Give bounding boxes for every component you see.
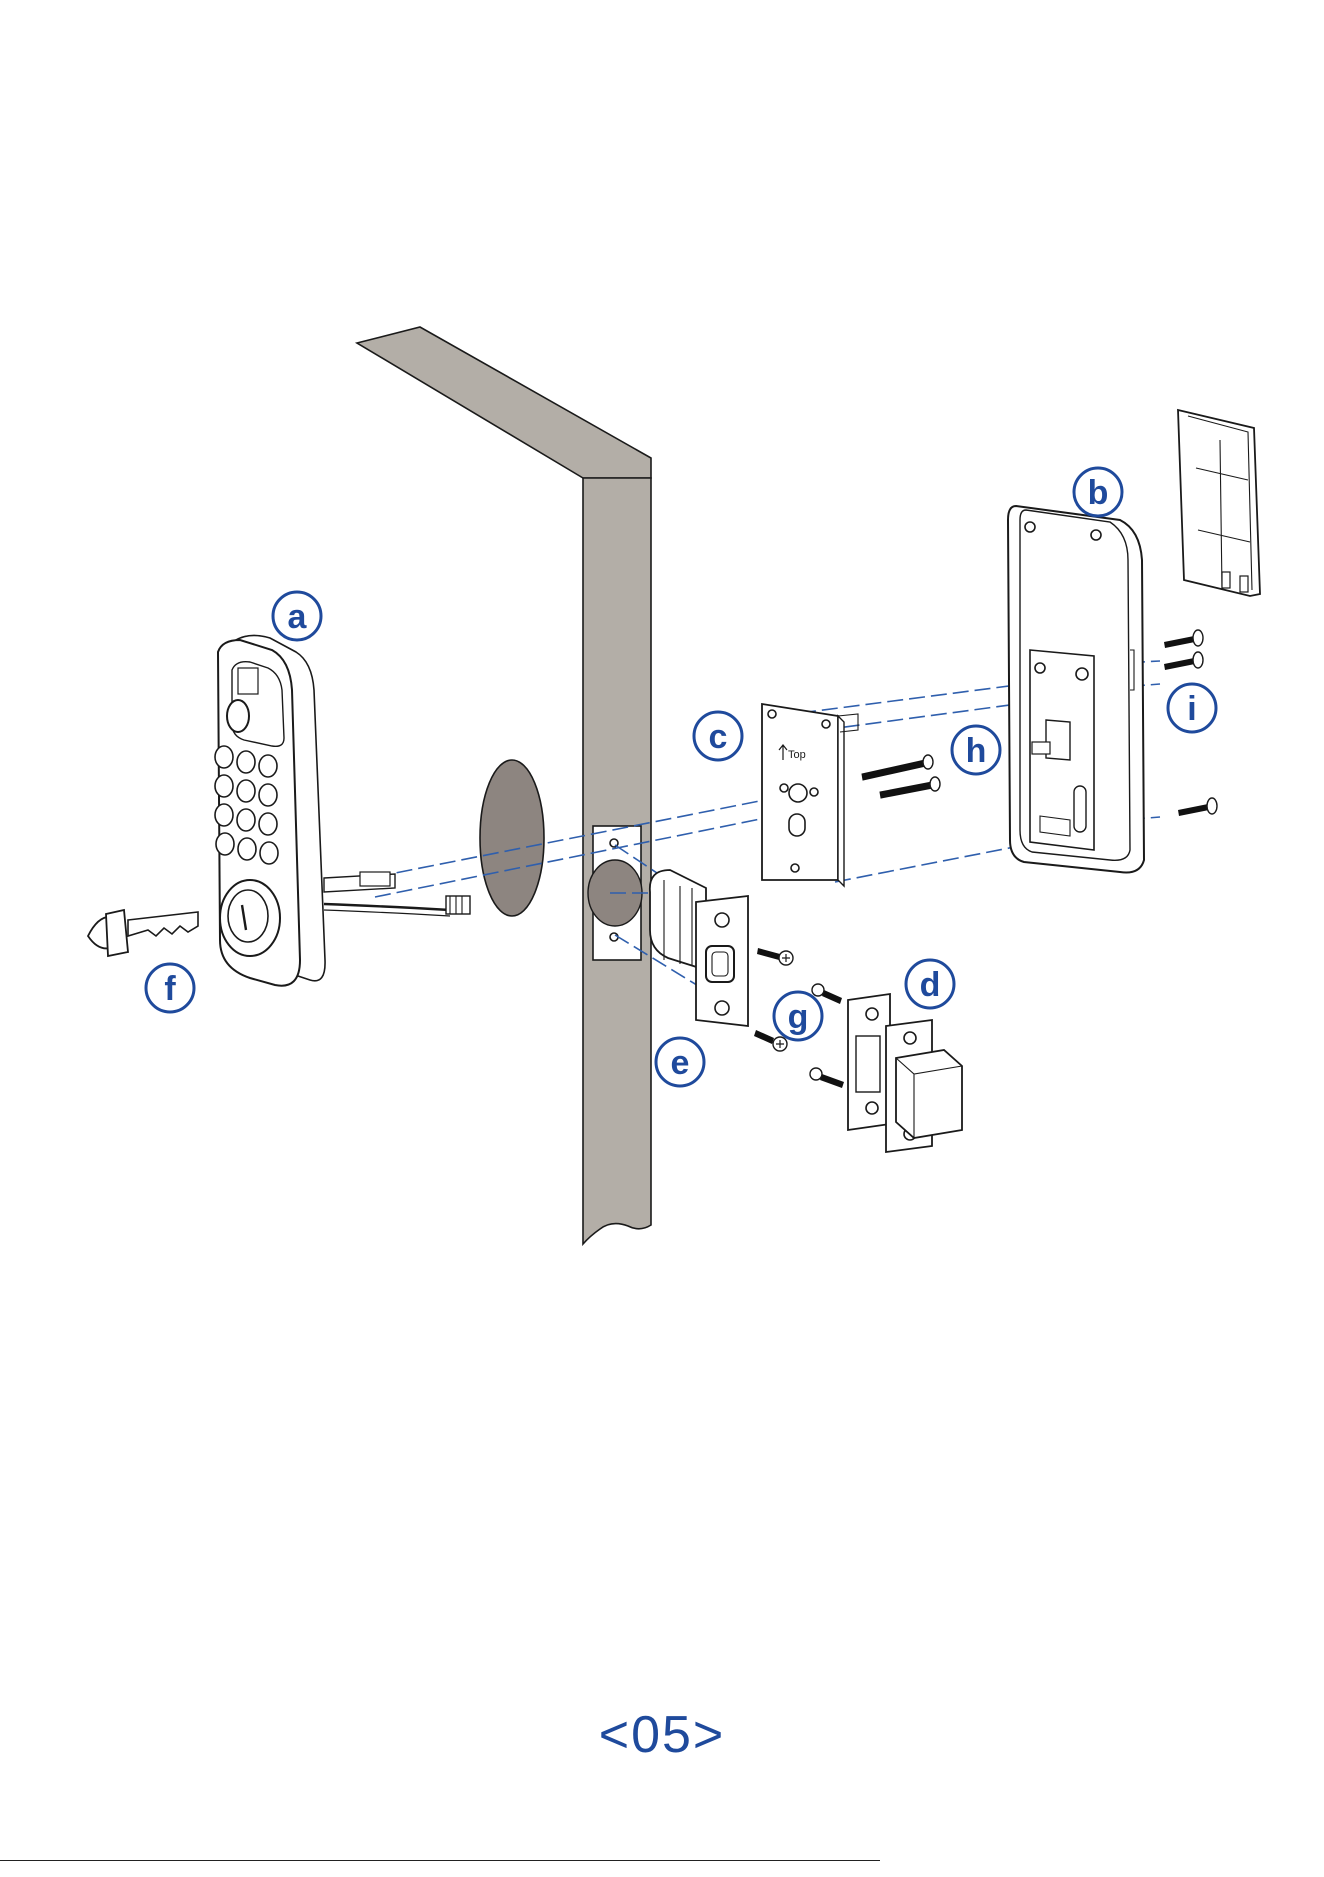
callout-e: e bbox=[656, 1038, 704, 1086]
callout-c: c bbox=[694, 712, 742, 760]
callout-d-label: d bbox=[920, 966, 941, 1004]
callout-i-label: i bbox=[1187, 690, 1196, 728]
interior-unit bbox=[1008, 506, 1144, 873]
callout-e-label: e bbox=[671, 1044, 690, 1082]
exterior-keypad bbox=[215, 635, 470, 985]
page-number: <05> bbox=[0, 1705, 1324, 1765]
mounting-plate-top-label: Top bbox=[788, 749, 806, 761]
callout-f: f bbox=[146, 964, 194, 1012]
strike-plate bbox=[810, 984, 962, 1152]
callout-g-label: g bbox=[788, 998, 809, 1036]
key bbox=[88, 910, 198, 956]
battery-cover bbox=[1178, 410, 1260, 596]
callout-d: d bbox=[906, 960, 954, 1008]
callout-i: i bbox=[1168, 684, 1216, 732]
bottom-rule bbox=[0, 1860, 880, 1861]
door bbox=[357, 327, 651, 1244]
mounting-plate: Top bbox=[762, 704, 858, 886]
latch-bolt bbox=[650, 870, 748, 1026]
callout-b: b bbox=[1074, 468, 1122, 516]
callout-c-label: c bbox=[709, 718, 728, 756]
callout-a: a bbox=[273, 592, 321, 640]
callout-a-label: a bbox=[288, 598, 308, 636]
long-screws bbox=[862, 755, 940, 798]
callout-f-label: f bbox=[164, 970, 176, 1008]
cross-bore-hole bbox=[480, 760, 544, 916]
callout-b-label: b bbox=[1088, 474, 1109, 512]
callout-h: h bbox=[952, 726, 1000, 774]
callout-h-label: h bbox=[966, 732, 987, 770]
callout-g: g bbox=[774, 992, 822, 1040]
